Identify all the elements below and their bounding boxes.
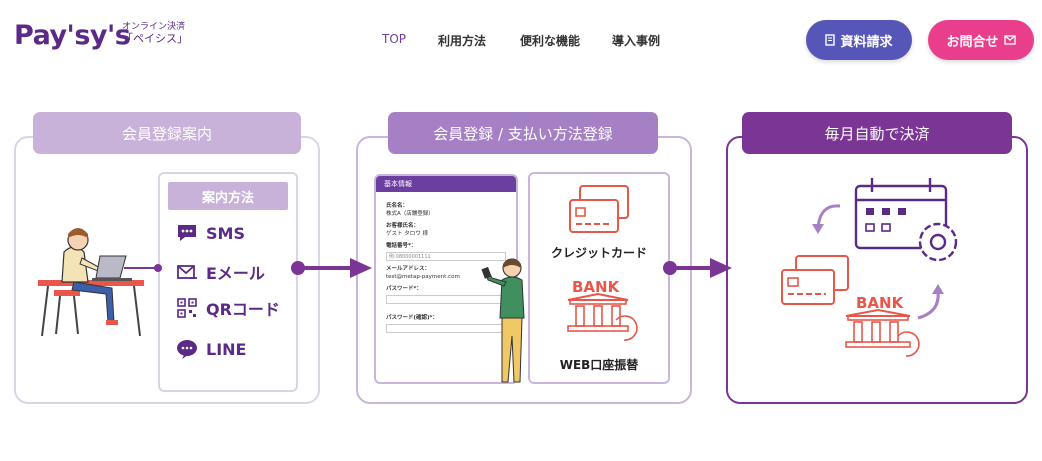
logo-sub-line-1: オンライン決済	[122, 22, 186, 32]
step1-title: 会員登録案内	[33, 112, 301, 154]
method-qr: QRコード	[176, 296, 280, 320]
step3-title: 毎月自動で決済	[742, 112, 1012, 154]
credit-card-icon	[569, 185, 629, 233]
step3-panel	[726, 136, 1028, 404]
method-email: Eメール	[176, 260, 265, 284]
form-label: 氏名名：	[386, 203, 409, 209]
bank-icon: BANK	[567, 278, 638, 341]
form-label: お客様氏名：	[386, 223, 420, 229]
payment-methods-box	[528, 172, 670, 384]
person-at-laptop-illustration	[38, 228, 144, 337]
method-line: LINE	[176, 338, 246, 360]
form-label: メールアドレス：	[386, 266, 431, 272]
logo-sub-line-2: 「ペイシス」	[122, 32, 188, 45]
site-header: Pay'sy's オンライン決済 「ペイシス」 TOP 利用方法 便利な機能 導…	[0, 0, 1042, 80]
bank-icon: BANK	[845, 294, 920, 357]
envelope-icon	[177, 265, 197, 279]
form-header: 基本情報	[376, 176, 516, 192]
qr-code-icon	[177, 298, 197, 318]
form-input: 例:08000001111	[386, 252, 506, 261]
logo[interactable]: Pay'sy's	[14, 20, 131, 51]
step2-title: 会員登録 / 支払い方法登録	[388, 112, 658, 154]
method-sms-label: SMS	[206, 223, 245, 243]
gear-icon	[918, 222, 958, 262]
credit-card-icon	[781, 255, 849, 305]
method-qr-label: QRコード	[206, 300, 280, 319]
line-chat-icon	[177, 340, 197, 359]
mail-icon	[1003, 35, 1016, 45]
method-sms: SMS	[176, 222, 245, 244]
form-value: ゲスト タロウ 様	[386, 231, 428, 237]
form-value: test@metap-payment.com	[386, 274, 460, 280]
auto-payment-illustration: BANK	[781, 178, 958, 357]
nav-cases[interactable]: 導入事例	[612, 34, 661, 48]
nav-features[interactable]: 便利な機能	[520, 34, 581, 48]
chat-bubble-icon	[178, 225, 196, 241]
nav-top[interactable]: TOP	[382, 32, 407, 46]
bank-word: BANK	[856, 294, 905, 312]
logo-subtitle: オンライン決済 「ペイシス」	[122, 22, 192, 44]
form-label: パスワード*：	[386, 286, 422, 292]
request-documents-label: 資料請求	[840, 34, 893, 50]
request-documents-button[interactable]: 資料請求	[806, 20, 912, 60]
form-label: 電話番号*：	[386, 243, 417, 249]
contact-label: お問合せ	[946, 34, 999, 50]
form-label: パスワード(確認)*：	[386, 315, 438, 321]
credit-card-label: クレジットカード	[550, 246, 647, 260]
document-icon	[825, 34, 836, 46]
method-line-label: LINE	[206, 339, 247, 359]
guide-methods-title: 案内方法	[168, 182, 288, 210]
method-email-label: Eメール	[206, 264, 265, 283]
bank-word: BANK	[572, 278, 621, 296]
nav-usage[interactable]: 利用方法	[438, 34, 487, 48]
form-value: 株式A（店舗登録）	[386, 211, 434, 217]
web-bank-transfer-label: WEB口座振替	[559, 358, 639, 372]
contact-button[interactable]: お問合せ	[928, 20, 1034, 60]
person-with-phone-illustration	[481, 258, 525, 383]
